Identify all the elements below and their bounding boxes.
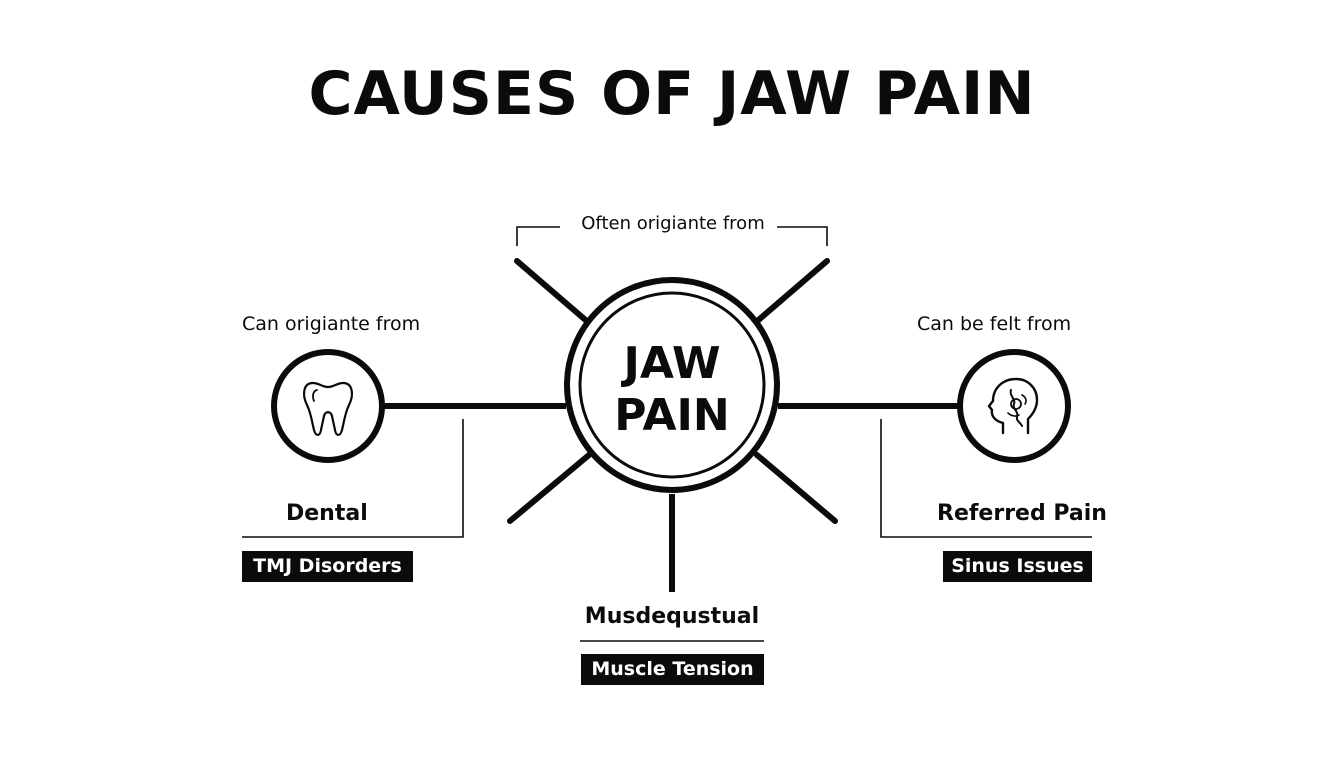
- right-elbow-line: [880, 419, 1092, 538]
- spoke-top-left: [514, 258, 592, 326]
- center-label-line2: PAIN: [614, 390, 730, 441]
- spoke-bottom-right: [754, 452, 838, 524]
- bottom-tag: Muscle Tension: [581, 654, 764, 685]
- center-circle: [564, 277, 780, 493]
- center-label-line1: JAW: [623, 338, 721, 389]
- left-tag: TMJ Disorders: [242, 551, 413, 582]
- top-bracket: [516, 226, 828, 246]
- top-connector-label: Often origiante from: [581, 213, 765, 234]
- center-label: JAW PAIN: [572, 338, 772, 442]
- left-category: Dental: [286, 501, 368, 526]
- spoke-bottom-left: [507, 452, 592, 524]
- right-tag: Sinus Issues: [943, 551, 1092, 582]
- left-elbow-line: [242, 419, 464, 538]
- head-joint-icon: [957, 349, 1071, 463]
- tooth-icon: [271, 349, 385, 463]
- left-heading: Can origiante from: [242, 313, 421, 335]
- spoke-top-right: [752, 258, 830, 326]
- right-heading: Can be felt from: [917, 313, 1072, 335]
- page-title: CAUSES OF JAW PAIN: [308, 59, 1036, 129]
- right-category: Referred Pain: [937, 501, 1107, 526]
- bottom-category: Musdequstual: [584, 604, 760, 629]
